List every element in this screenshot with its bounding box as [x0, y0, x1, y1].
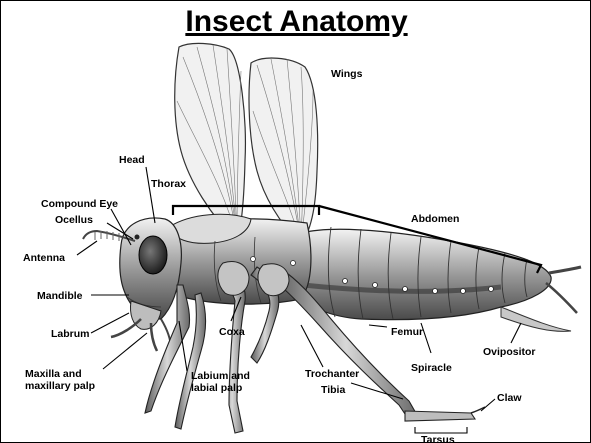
label-tibia: Tibia: [321, 384, 345, 396]
claw-leader: [481, 399, 495, 411]
label-thorax: Thorax: [151, 178, 186, 190]
right-wing: [249, 58, 318, 245]
tarsus-bracket: [415, 427, 467, 433]
compound-eye-shape: [139, 236, 167, 274]
label-maxilla-line1: Maxilla and: [25, 368, 82, 380]
insect-wings: [175, 43, 318, 245]
head-leader: [146, 167, 155, 223]
label-antenna: Antenna: [23, 252, 65, 264]
label-ocellus: Ocellus: [55, 214, 93, 226]
label-spiracle: Spiracle: [411, 362, 452, 374]
ocellus-shape: [135, 235, 140, 240]
label-mandible: Mandible: [37, 290, 83, 302]
label-compound-eye: Compound Eye: [41, 198, 118, 210]
trochanter-leader: [301, 325, 323, 367]
label-trochanter: Trochanter: [305, 368, 359, 380]
label-head: Head: [119, 154, 145, 166]
label-claw: Claw: [497, 392, 522, 404]
label-coxa: Coxa: [219, 326, 245, 338]
label-maxilla-line2: maxillary palp: [25, 380, 95, 392]
label-abdomen: Abdomen: [411, 213, 459, 225]
label-labium-line2: labial palp: [191, 382, 242, 394]
ovipositor-leader: [511, 323, 521, 343]
insect-abdomen: [297, 227, 581, 331]
label-wings: Wings: [331, 68, 363, 80]
label-labium-line1: Labium and: [191, 370, 250, 382]
label-tarsus: Tarsus: [421, 434, 455, 443]
labrum-leader: [91, 313, 129, 333]
antenna-leader: [77, 241, 97, 255]
label-femur: Femur: [391, 326, 423, 338]
femur-leader: [369, 325, 387, 327]
insect-head: [120, 218, 182, 319]
label-labrum: Labrum: [51, 328, 90, 340]
maxilla-leader: [103, 333, 147, 369]
label-ovipositor: Ovipositor: [483, 346, 536, 358]
